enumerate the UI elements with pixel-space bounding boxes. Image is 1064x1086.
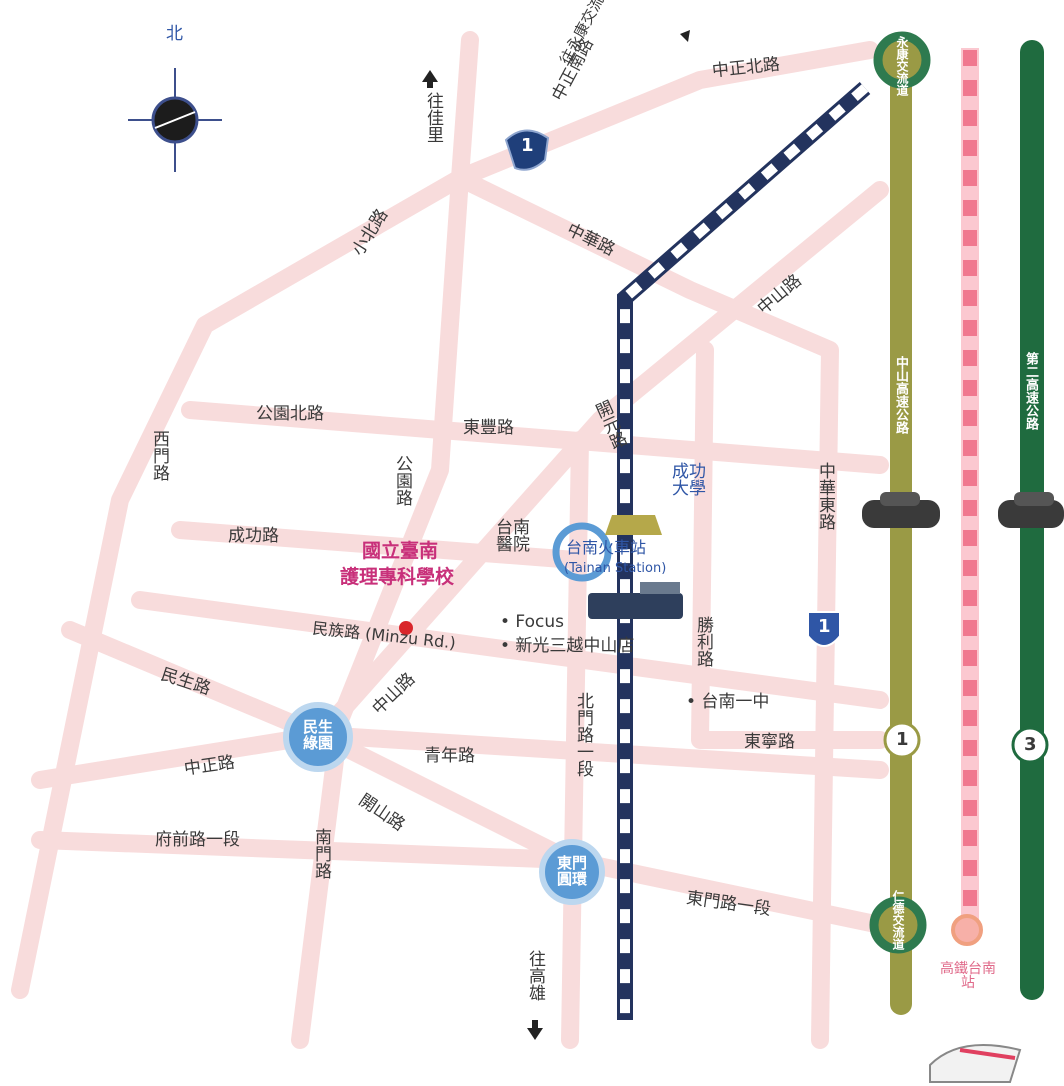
highway-3-marker <box>1011 726 1049 764</box>
minsheng-roundabout-label: 民生綠園 <box>302 718 333 752</box>
road-beimen <box>561 431 589 1049</box>
rende-interchange-label: 仁德交流道 <box>891 890 905 950</box>
compass <box>128 68 222 172</box>
provincial-highway-1-number: 1 <box>818 616 831 637</box>
yongkang-interchange-label: 永康交流道 <box>895 36 909 96</box>
provincial-highway-1-shield <box>807 611 841 647</box>
zhongshan-highway-label: 中山高速公路 <box>893 356 908 434</box>
focus-label: • Focus <box>500 612 564 632</box>
road-label-dongfeng: 東豐路 <box>463 418 514 438</box>
dongmen-roundabout <box>539 839 605 905</box>
road-minsheng <box>61 621 329 744</box>
arrow-up-stem <box>427 80 433 88</box>
road-fuqian <box>31 831 579 869</box>
car-icon <box>862 492 940 528</box>
arrow-down-icon <box>527 1028 543 1040</box>
car-icon-2 <box>998 492 1064 528</box>
station-name: 台南火車站 <box>566 538 647 557</box>
hsr-station-label: 高鐵台南站 <box>940 961 996 991</box>
national-highway-1-shield <box>504 129 550 171</box>
station-name-english: (Tainan Station) <box>564 561 667 576</box>
railway <box>617 81 871 1020</box>
road-label-gongyuan-north: 公園北路 <box>256 404 324 424</box>
highway-1-number: 1 <box>896 729 909 750</box>
tnfsh-label: • 台南一中 <box>686 692 770 712</box>
road-label-chenggong: 成功路 <box>228 526 279 546</box>
compass-north-label: 北 <box>166 24 183 44</box>
road-label-fuqian: 府前路一段 <box>155 830 240 850</box>
road-label-shengli: 勝利路 <box>693 616 713 667</box>
arrow-down-stem <box>532 1020 538 1029</box>
road-label-zhonghua-east: 中華東路 <box>815 462 835 530</box>
highway-1-marker <box>883 721 921 759</box>
station-ring <box>552 522 612 582</box>
road-xiaobei <box>11 169 469 999</box>
school-name-line2: 護理專科學校 <box>340 566 455 588</box>
second-highway-label: 第二高速公路 <box>1023 352 1038 430</box>
rende-interchange <box>869 896 927 954</box>
hsr-station-marker <box>951 914 983 946</box>
arrow-northeast-icon <box>680 30 690 42</box>
dongmen-roundabout-label: 東門圓環 <box>556 854 587 888</box>
hospital-label: 台南醫院 <box>496 518 530 555</box>
road-label-dongning: 東寧路 <box>744 732 795 752</box>
road-label-qingnian: 青年路 <box>424 746 475 766</box>
direction-to-kaohsiung: 往高雄 <box>525 950 545 1001</box>
minsheng-roundabout <box>283 702 353 772</box>
yongkang-interchange <box>873 31 931 89</box>
road-shengli <box>691 341 889 749</box>
national-highway-1-number: 1 <box>521 135 534 156</box>
station-building-icon <box>605 515 662 535</box>
direction-to-jiali: 往佳里 <box>423 92 443 143</box>
hsr-train-icon <box>929 1044 1022 1083</box>
train-icon <box>588 582 683 619</box>
shinkong-label: • 新光三越中山店 <box>500 636 635 656</box>
school-name-line1: 國立臺南 <box>362 540 439 562</box>
highway-3-number: 3 <box>1024 734 1037 755</box>
road-label-nanmen: 南門路 <box>311 828 331 879</box>
road-minzu <box>131 591 889 709</box>
road-gongyuan <box>291 169 469 1049</box>
school-marker <box>399 621 413 635</box>
road-label-beimen: 北門路一段 <box>573 692 593 777</box>
road-label-gongyuan: 公園路 <box>392 455 412 506</box>
road-gongyuan-north <box>181 401 889 474</box>
arrow-up-icon <box>422 70 438 82</box>
road-chenggong <box>171 521 584 569</box>
ncku-label: 成功大學 <box>672 462 706 499</box>
road-label-ximen: 西門路 <box>149 430 169 481</box>
road-zhongshan-north <box>451 31 479 187</box>
